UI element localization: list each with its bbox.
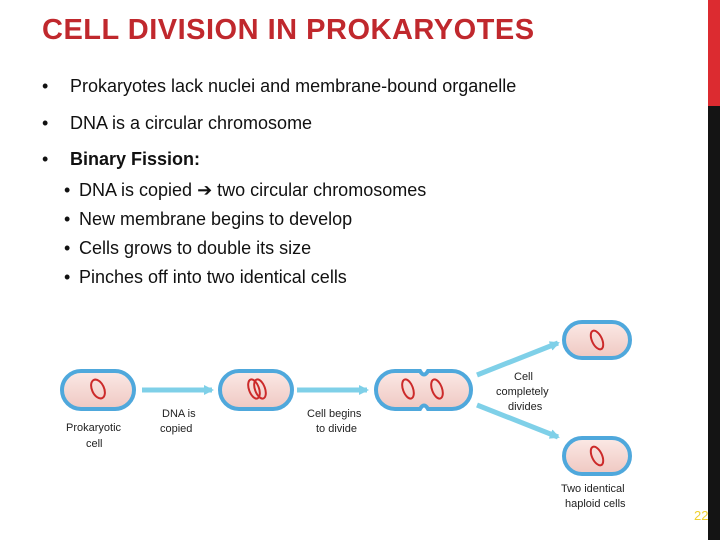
label-cell-divides-line1: Cell	[514, 371, 533, 383]
bullet-dot: •	[42, 76, 49, 96]
page-number: 22	[694, 508, 709, 523]
sub-bullet-text: New membrane begins to develop	[79, 209, 353, 229]
bullet-dot: •	[64, 180, 71, 200]
cell-membrane	[60, 369, 136, 411]
label-dna-copied-line1: DNA is	[162, 408, 196, 420]
label-dna-copied-line2: copied	[160, 423, 192, 435]
dna-loop	[589, 445, 605, 467]
label-cell-begins-line2: to divide	[316, 423, 357, 435]
dna-loop	[90, 378, 106, 400]
cell-dna-copied	[218, 369, 294, 411]
label-cell-divides-line2: completely	[496, 386, 549, 398]
diagram-labels: Prokaryotic cell DNA is copied Cell begi…	[66, 371, 626, 510]
bullet-dot: •	[64, 238, 71, 258]
cell-dividing	[374, 369, 473, 411]
bullet-dot: •	[64, 267, 71, 287]
dna-loop	[589, 329, 605, 351]
bullet-text: Prokaryotes lack nuclei and membrane-bou…	[70, 76, 517, 96]
bullet-text: Binary Fission:	[70, 149, 201, 169]
bullet-text: DNA is a circular chromosome	[70, 113, 313, 133]
label-prokaryotic-line2: cell	[86, 438, 103, 450]
bullet-dot: •	[42, 149, 49, 169]
cell-membrane	[562, 320, 632, 360]
dna-loop	[430, 378, 444, 400]
cell-membrane	[374, 369, 473, 411]
slide-title: CELL DIVISION IN PROKARYOTES	[42, 14, 535, 46]
cell-membrane	[562, 436, 632, 476]
label-cell-divides-line3: divides	[508, 401, 543, 413]
dna-loop	[401, 378, 415, 400]
daughter-cell-bottom	[562, 436, 632, 476]
arrow-down	[476, 402, 560, 440]
accent-bar	[708, 0, 720, 106]
dna-loop	[247, 378, 261, 400]
label-cell-begins-line1: Cell begins	[307, 408, 362, 420]
bullet-dot: •	[42, 113, 49, 133]
sub-bullet-text: DNA is copied ➔ two circular chromosomes	[79, 180, 426, 201]
side-bar	[708, 106, 720, 540]
prokaryotic-cell	[60, 369, 136, 411]
label-prokaryotic-line1: Prokaryotic	[66, 422, 122, 434]
dna-loop	[253, 378, 267, 400]
sub-bullet-text: Cells grows to double its size	[79, 238, 312, 258]
label-two-identical-line1: Two identical	[561, 483, 625, 495]
arrow-up	[476, 340, 560, 378]
arrow-glyph: ➔	[197, 180, 213, 200]
daughter-cell-top	[562, 320, 632, 360]
sub-bullet-text-before: DNA is copied	[79, 180, 198, 200]
sub-bullet-text: Pinches off into two identical cells	[79, 267, 347, 287]
bullet-dot: •	[64, 209, 71, 229]
label-two-identical-line2: haploid cells	[565, 498, 626, 510]
sub-bullet-text-after: two circular chromosomes	[212, 180, 427, 200]
